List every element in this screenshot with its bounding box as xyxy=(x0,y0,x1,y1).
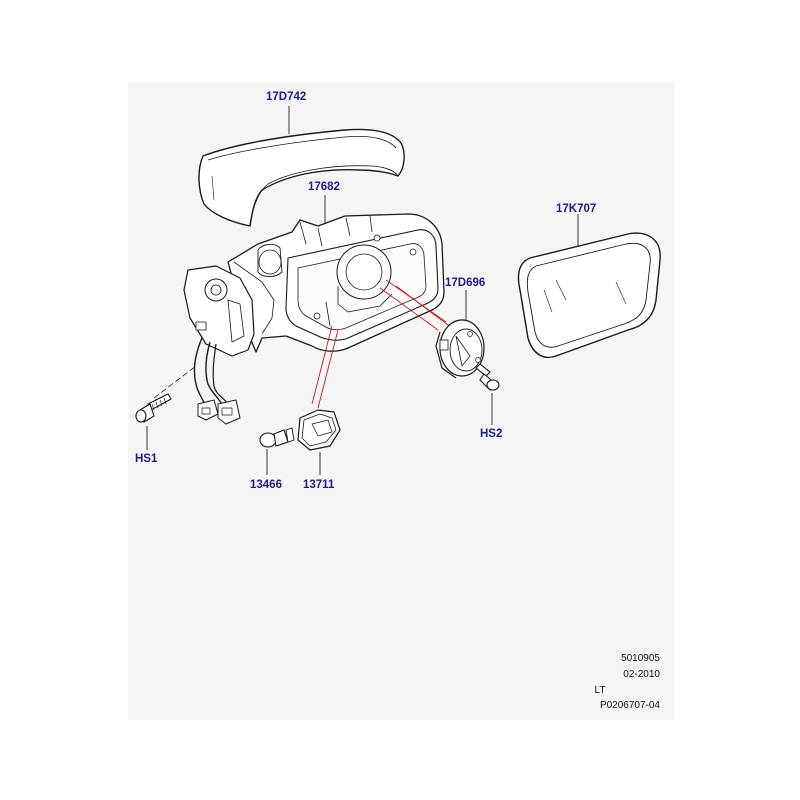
footer-side: LT xyxy=(594,685,606,696)
callout-motor-label: 17D696 xyxy=(445,277,485,289)
side-lamp-part xyxy=(297,409,341,451)
hs1-alignment-line xyxy=(153,365,197,399)
mirror-base-part xyxy=(183,265,255,425)
callout-glass-label: 17K707 xyxy=(556,203,596,215)
callout-lamp-label: 13711 xyxy=(303,479,335,491)
callout-hs1-label: HS1 xyxy=(135,453,158,465)
callout-hs2-label: HS2 xyxy=(480,428,502,440)
screw-hs2-part xyxy=(475,363,500,391)
callout-bulb-label: 13466 xyxy=(250,479,282,491)
footer-code: 5010905 xyxy=(621,653,660,664)
mirror-cover-part xyxy=(198,128,405,227)
footer-reference: P0206707-04 xyxy=(599,700,660,711)
mirror-housing-part xyxy=(227,213,445,353)
screw-hs1-part xyxy=(135,393,172,423)
mirror-motor-part xyxy=(435,319,485,379)
footer-date: 02-2010 xyxy=(623,669,660,680)
mirror-glass-part xyxy=(517,232,661,358)
callout-cover-label: 17D742 xyxy=(266,91,306,103)
red-alignment-lines xyxy=(311,279,453,409)
callout-housing-label: 17682 xyxy=(308,181,340,193)
bulb-part xyxy=(259,427,295,448)
